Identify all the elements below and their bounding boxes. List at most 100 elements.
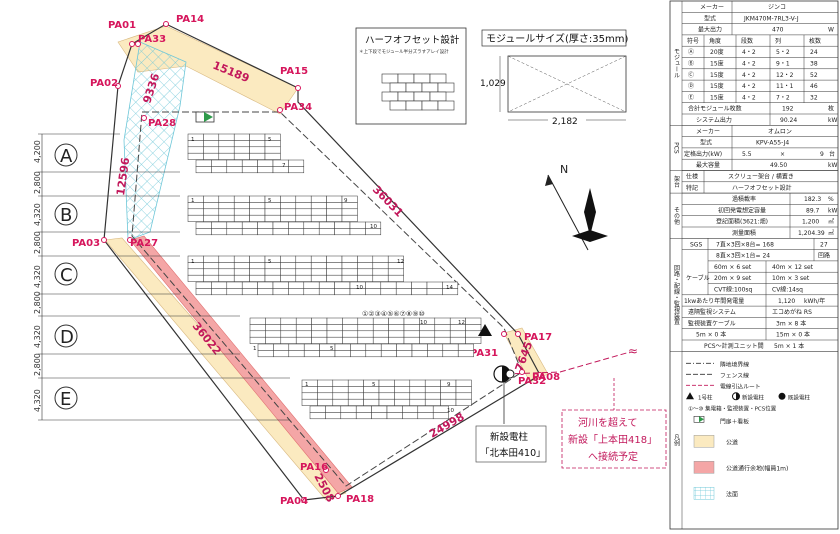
array-b-upper — [187, 195, 358, 222]
svg-text:過積載率: 過積載率 — [732, 195, 756, 203]
svg-text:4,320: 4,320 — [33, 389, 42, 412]
svg-text:470: 470 — [772, 27, 784, 34]
svg-text:10: 10 — [356, 285, 363, 291]
svg-text:192: 192 — [782, 106, 794, 113]
svg-text:スクリュー架台 / 横置き: スクリュー架台 / 横置き — [728, 173, 794, 181]
svg-text:新設「上本田418」: 新設「上本田418」 — [568, 433, 657, 446]
svg-text:SGS: SGS — [690, 241, 702, 248]
svg-text:kW: kW — [828, 162, 837, 169]
svg-text:5m × 0 本: 5m × 0 本 — [696, 331, 726, 339]
svg-text:5: 5 — [330, 346, 334, 352]
svg-text:5: 5 — [372, 382, 376, 388]
dim-12596: 12596 — [114, 156, 132, 196]
svg-text:列: 列 — [775, 37, 781, 45]
half-offset-title: ハーフオフセット設計 — [365, 34, 460, 46]
row-label-e: E — [60, 389, 71, 410]
pa34-label: PA34 — [284, 102, 312, 113]
svg-text:7・2: 7・2 — [776, 94, 790, 101]
slope-area — [123, 41, 187, 241]
array-d-upper — [249, 317, 482, 344]
svg-text:5m × 1 本: 5m × 1 本 — [774, 342, 804, 350]
svg-text:エコめがね RS: エコめがね RS — [772, 308, 812, 316]
new-pole-icon — [493, 365, 515, 383]
svg-text:フェンス線: フェンス線 — [720, 371, 749, 379]
svg-text:枚数: 枚数 — [809, 37, 821, 45]
svg-text:10m × 3 set: 10m × 3 set — [772, 275, 810, 282]
svg-text:型式: 型式 — [700, 139, 712, 147]
svg-text:回路・配線・監視装置: 回路・配線・監視装置 — [673, 265, 680, 325]
svg-text:9・1: 9・1 — [776, 61, 790, 68]
svg-text:24: 24 — [810, 49, 818, 56]
svg-text:へ接続予定: へ接続予定 — [588, 450, 638, 463]
svg-text:Ⓓ: Ⓓ — [688, 82, 694, 90]
pa08-label: PA08 — [532, 372, 560, 383]
svg-text:1: 1 — [191, 198, 195, 204]
svg-text:12: 12 — [458, 320, 465, 326]
svg-text:1: 1 — [191, 137, 195, 143]
svg-text:5・2: 5・2 — [776, 49, 790, 56]
svg-text:20m × 9 set: 20m × 9 set — [714, 275, 752, 282]
pcs-circle-row: ①②③④⑤⑥⑦⑧⑨⑩ — [362, 310, 425, 318]
svg-text:㎡: ㎡ — [828, 229, 834, 237]
svg-text:Ⓑ: Ⓑ — [688, 60, 694, 68]
svg-text:kW: kW — [828, 207, 837, 214]
svg-text:Ⓒ: Ⓒ — [688, 71, 694, 79]
new-pole-label: 新設電柱 「北本田410」 — [475, 425, 547, 463]
svg-text:1: 1 — [191, 259, 195, 265]
svg-text:㎡: ㎡ — [828, 218, 834, 226]
svg-text:メーカー: メーカー — [700, 4, 724, 11]
half-offset-note: ＊上下段でモジュール半分ズラすアレイ設計 — [359, 48, 449, 55]
svg-text:既設電柱: 既設電柱 — [788, 393, 811, 401]
svg-text:監視装置ケーブル: 監視装置ケーブル — [688, 319, 736, 327]
svg-text:その他: その他 — [673, 207, 680, 226]
svg-text:15度: 15度 — [710, 93, 724, 101]
svg-text:2,800: 2,800 — [33, 171, 42, 194]
svg-text:11・1: 11・1 — [776, 83, 794, 90]
pa16-label: PA16 — [300, 462, 328, 473]
svg-text:枚: 枚 — [828, 105, 834, 113]
pa15-label: PA15 — [280, 66, 308, 77]
svg-text:KPV-A55-J4: KPV-A55-J4 — [756, 140, 789, 147]
array-c-lower — [195, 281, 459, 296]
svg-text:JKM470M-7RL3-V-J: JKM470M-7RL3-V-J — [743, 15, 799, 22]
svg-text:49.50: 49.50 — [770, 162, 787, 169]
pa18-label: PA18 — [346, 494, 374, 505]
svg-text:4・2: 4・2 — [742, 49, 756, 56]
svg-text:89.7: 89.7 — [806, 207, 820, 214]
svg-text:4,320: 4,320 — [33, 265, 42, 288]
svg-text:kW: kW — [828, 117, 837, 124]
svg-text:1,120: 1,120 — [778, 298, 795, 305]
svg-text:角度: 角度 — [709, 37, 721, 45]
pa14-label: PA14 — [176, 14, 204, 25]
svg-text:×: × — [780, 151, 785, 158]
svg-text:型式: 型式 — [704, 14, 716, 22]
svg-text:モジュール: モジュール — [673, 48, 680, 78]
svg-text:河川を超えて: 河川を超えて — [578, 416, 638, 429]
svg-text:2,800: 2,800 — [33, 291, 42, 314]
svg-text:凡例: 凡例 — [673, 434, 680, 447]
svg-text:初回発電想定容量: 初回発電想定容量 — [718, 206, 766, 214]
svg-text:登記面積(3621:畑): 登記面積(3621:畑) — [716, 218, 768, 226]
svg-text:5: 5 — [268, 259, 272, 265]
svg-text:ジンコ: ジンコ — [768, 4, 786, 11]
array-e-lower — [309, 405, 449, 420]
svg-text:回路: 回路 — [818, 252, 830, 260]
svg-text:4・2: 4・2 — [742, 83, 756, 90]
boundary-points — [101, 21, 543, 503]
row-dimension-lines — [38, 133, 290, 421]
array-d-lower — [257, 343, 474, 358]
svg-text:10: 10 — [370, 224, 377, 230]
pa02-label: PA02 — [90, 78, 118, 89]
svg-text:≈: ≈ — [628, 344, 638, 358]
svg-text:12・2: 12・2 — [776, 72, 794, 79]
svg-text:N: N — [560, 163, 568, 176]
pa32-label: PA32 — [518, 376, 546, 387]
array-c-upper — [187, 255, 404, 282]
row-label-a: A — [60, 146, 73, 167]
pa03-label: PA03 — [72, 238, 100, 249]
pa31-label: PA31 — [470, 348, 498, 359]
svg-text:2,800: 2,800 — [33, 353, 42, 376]
svg-text:1号柱: 1号柱 — [698, 393, 713, 401]
svg-text:PCS: PCS — [673, 142, 680, 154]
